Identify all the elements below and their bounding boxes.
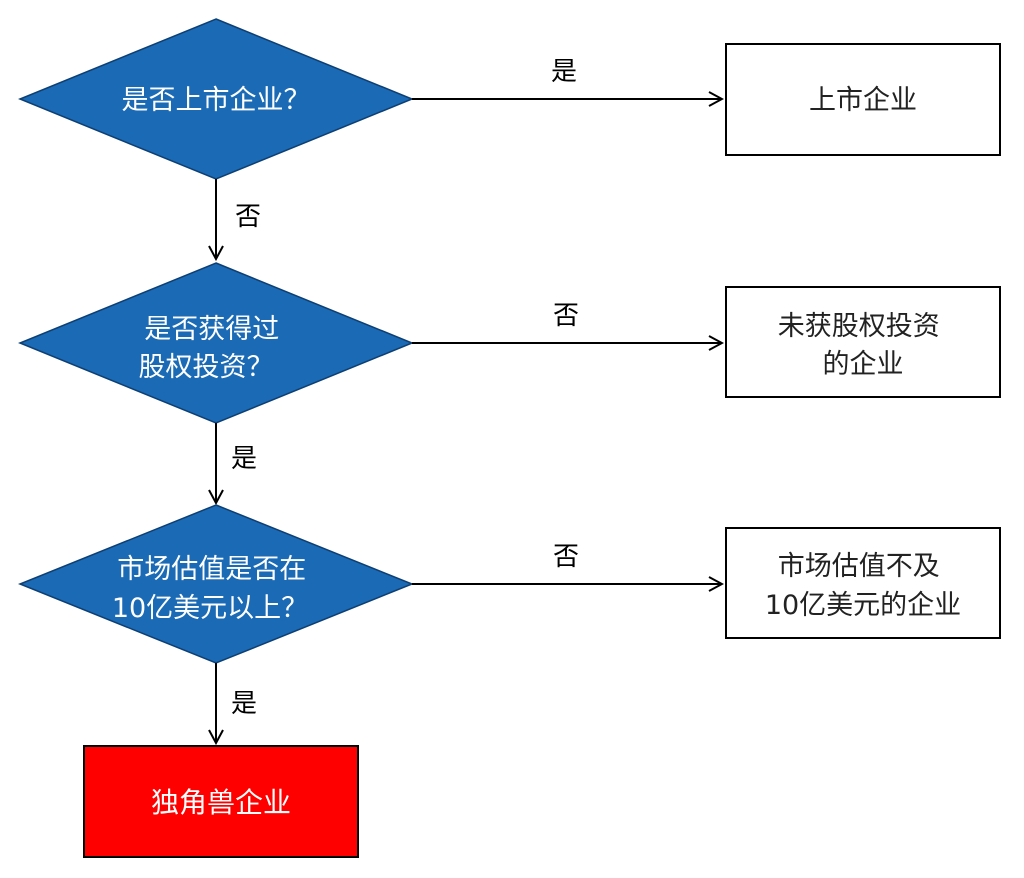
decision-listed-text: 是否上市企业？ [122, 85, 311, 116]
terminal-unicorn-box [83, 745, 359, 858]
edge-valuation-yes-label: 是 [231, 689, 257, 719]
edge-listed-yes-label: 是 [551, 57, 577, 87]
decision-valuation-text: 市场估值是否在 10亿美元以上？ [112, 554, 315, 624]
terminal-unicorn-text: 独角兽企业 [151, 786, 291, 819]
edge-valuation-no-label: 否 [553, 542, 579, 572]
outcome-no-equity-company-box [725, 286, 1001, 398]
outcome-listed-company-box [725, 43, 1001, 156]
edge-listed-no-label: 否 [235, 202, 261, 232]
edge-equity-yes-label: 是 [231, 444, 257, 474]
outcome-under-billion-company-box [725, 527, 1001, 639]
outcome-no-equity-company-text: 未获股权投资 的企业 [778, 311, 949, 380]
decision-equity-text: 是否获得过 股权投资？ [139, 314, 288, 383]
outcome-under-billion-company-text: 市场估值不及 10亿美元的企业 [765, 551, 961, 621]
outcome-listed-company-text: 上市企业 [809, 85, 917, 116]
edge-equity-no-label: 否 [553, 301, 579, 331]
